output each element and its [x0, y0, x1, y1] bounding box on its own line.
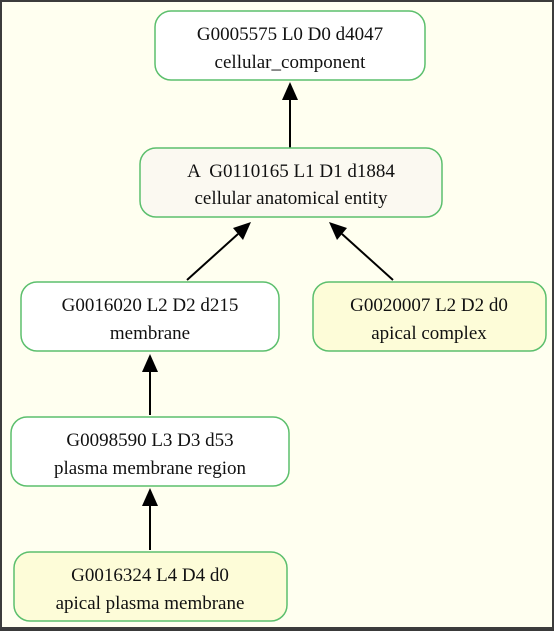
edge-n3-to-n1	[329, 222, 394, 281]
node-n4-line2: plasma membrane region	[54, 458, 247, 479]
node-n0[interactable]: G0005575 L0 D0 d4047 cellular_component	[154, 10, 426, 81]
node-n3[interactable]: G0020007 L2 D2 d0 apical complex	[312, 281, 547, 352]
node-n5-line2: apical plasma membrane	[56, 593, 245, 614]
node-n3-line2: apical complex	[371, 323, 487, 344]
edge-n1-to-n0	[282, 82, 298, 148]
edges	[142, 82, 394, 550]
node-n2-line2: membrane	[110, 323, 190, 344]
node-n2[interactable]: G0016020 L2 D2 d215 membrane	[20, 281, 280, 352]
edge-n2-to-n1	[186, 222, 251, 281]
node-n1-line2: cellular anatomical entity	[194, 188, 388, 209]
node-n1-line1: A G0110165 L1 D1 d1884	[187, 161, 395, 182]
node-n4-line1: G0098590 L3 D3 d53	[66, 430, 233, 451]
node-n4[interactable]: G0098590 L3 D3 d53 plasma membrane regio…	[10, 416, 290, 487]
edge-n5-to-n4	[142, 488, 158, 550]
node-n5[interactable]: G0016324 L4 D4 d0 apical plasma membrane	[13, 551, 288, 622]
node-n0-line1: G0005575 L0 D0 d4047	[197, 24, 383, 45]
node-n3-line1: G0020007 L2 D2 d0	[350, 295, 508, 316]
edge-n4-to-n2	[142, 354, 158, 415]
node-n0-line2: cellular_component	[215, 52, 367, 73]
node-n1[interactable]: A G0110165 L1 D1 d1884 cellular anatomic…	[139, 147, 443, 218]
node-n2-line1: G0016020 L2 D2 d215	[62, 295, 239, 316]
node-n5-line1: G0016324 L4 D4 d0	[71, 565, 229, 586]
